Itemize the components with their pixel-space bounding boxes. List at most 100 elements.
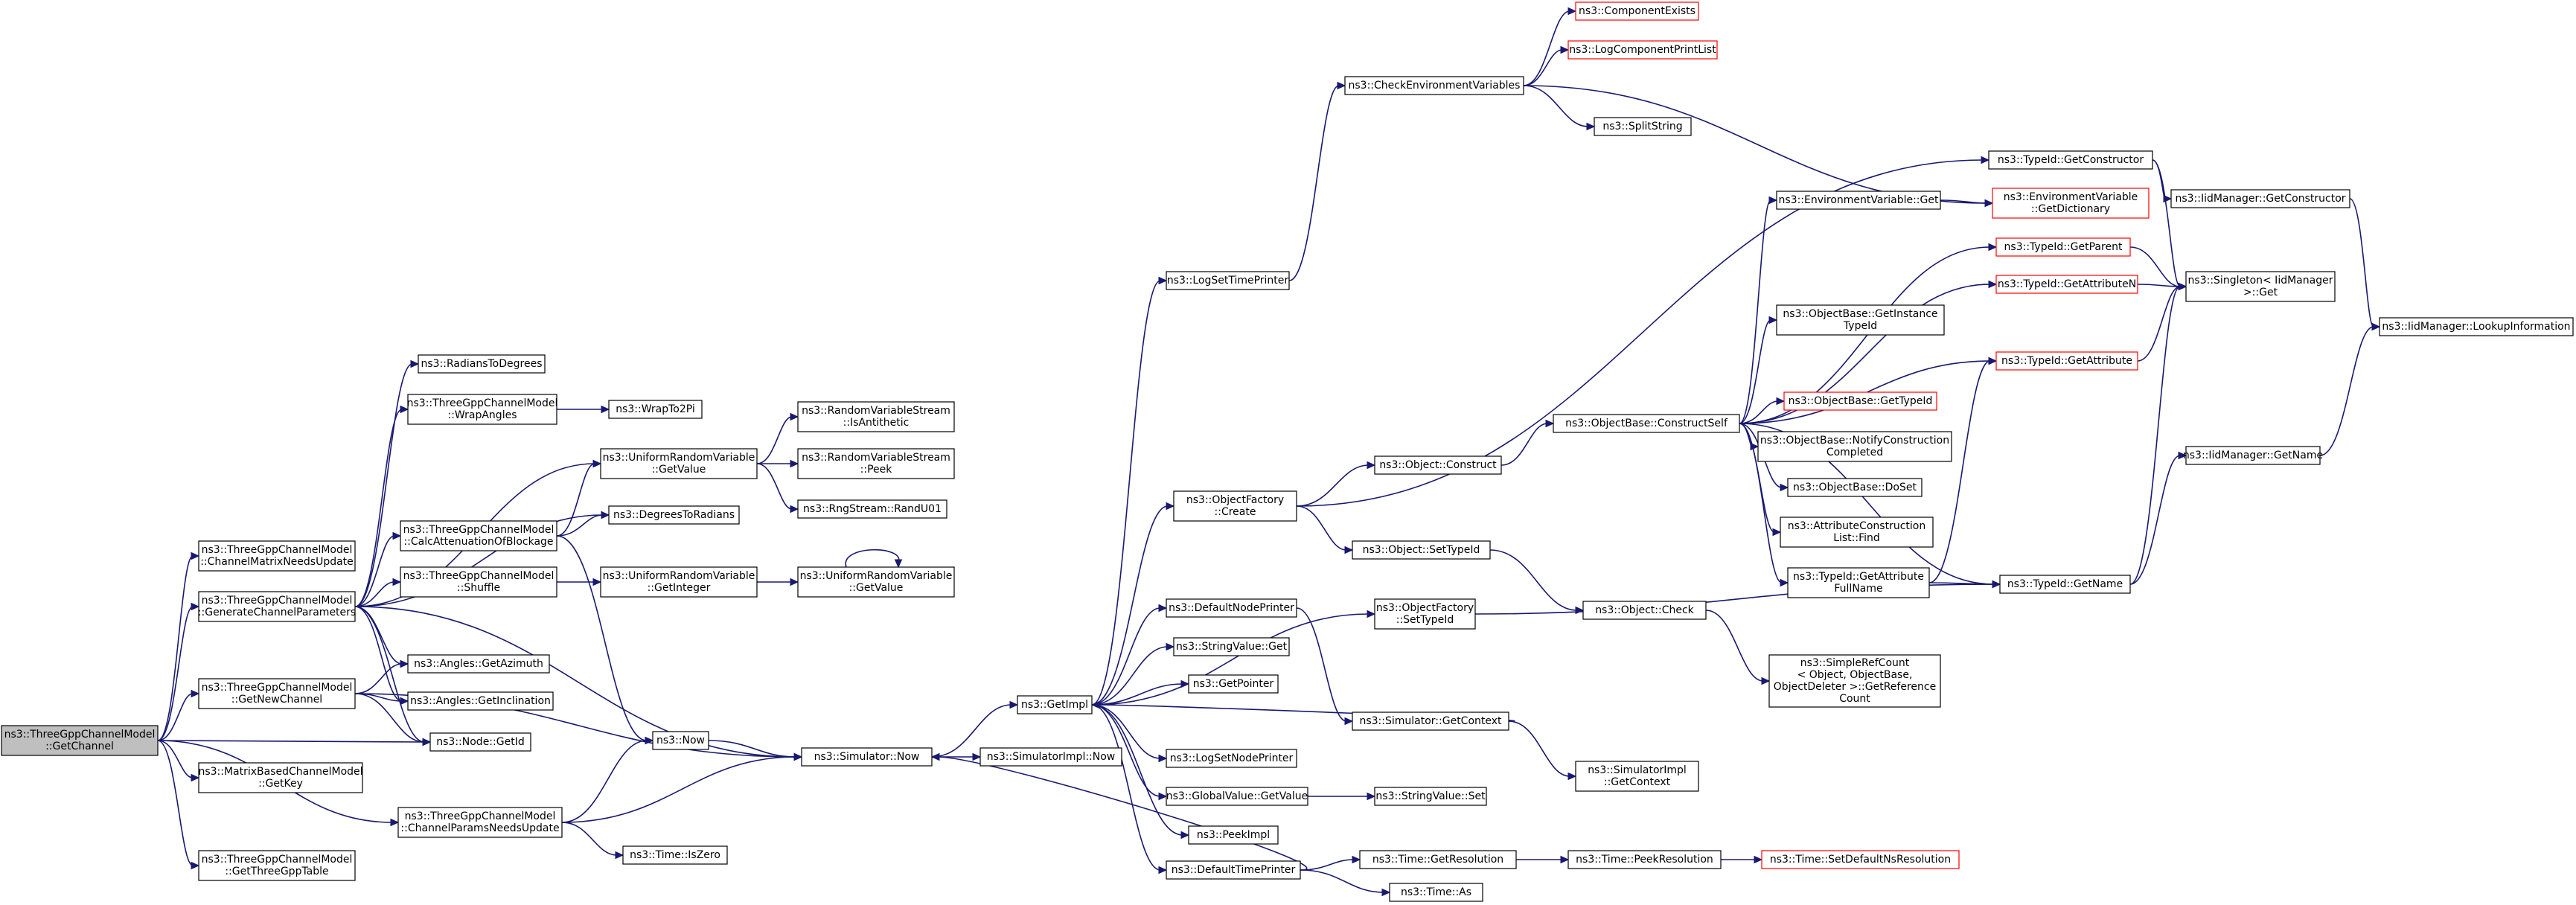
graph-node-tidgetctor[interactable]: ns3::TypeId::GetConstructor [1988,150,2153,170]
edge-line [1091,505,1169,706]
graph-node-peek[interactable]: ns3::RandomVariableStream::Peek [797,448,955,479]
graph-node-cmnu[interactable]: ns3::ThreeGppChannelModel::ChannelMatrix… [198,540,356,572]
graph-node-nodeid[interactable]: ns3::Node::GetId [429,732,531,752]
graph-node-calcb[interactable]: ns3::ThreeGppChannelModel::CalcAttenuati… [400,520,557,551]
graph-node-obdoset[interactable]: ns3::ObjectBase::DoSet [1787,478,1923,497]
graph-node-evdict[interactable]: ns3::EnvironmentVariable::GetDictionary [1992,188,2150,219]
call-edge [1296,505,1354,554]
graph-node-obcs[interactable]: ns3::ObjectBase::ConstructSelf [1553,414,1740,433]
edge-line [157,606,194,741]
graph-node-evget[interactable]: ns3::EnvironmentVariable::Get [1776,191,1941,210]
graph-node-simimplnow[interactable]: ns3::SimulatorImpl::Now [979,747,1122,767]
graph-node-gcp[interactable]: ns3::ThreeGppChannelModel::GenerateChann… [198,591,356,622]
node-label: ns3::DefaultNodePrinter [1169,602,1294,614]
graph-node-cpnu[interactable]: ns3::ThreeGppChannelModel::ChannelParams… [397,807,563,838]
graph-node-root[interactable]: ns3::ThreeGppChannelModel::GetChannel [1,725,159,756]
graph-node-d2r[interactable]: ns3::DegreesToRadians [608,505,740,525]
edge-arrowhead [645,736,654,745]
graph-node-ofcreate[interactable]: ns3::ObjectFactory::Create [1173,490,1297,522]
graph-node-iidgetname[interactable]: ns3::IidManager::GetName [2183,446,2323,465]
edge-arrowhead [1567,772,1577,781]
graph-node-ocheck[interactable]: ns3::Object::Check [1582,601,1707,620]
node-label: TypeId [1843,320,1877,332]
node-label: ns3::UniformRandomVariable [603,452,755,464]
graph-node-tidgetattrn[interactable]: ns3::TypeId::GetAttributeN [1995,275,2138,294]
graph-node-g3t[interactable]: ns3::ThreeGppChannelModel::GetThreeGppTa… [198,850,356,881]
graph-node-urvint[interactable]: ns3::UniformRandomVariable::GetInteger [600,566,758,598]
node-label: ns3::Simulator::GetContext [1359,715,1502,727]
graph-node-obnc[interactable]: ns3::ObjectBase::NotifyConstructionCompl… [1757,431,1952,462]
graph-node-iszero[interactable]: ns3::Time::IsZero [622,845,728,865]
graph-node-now[interactable]: ns3::Now [652,731,709,750]
graph-node-incl[interactable]: ns3::Angles::GetInclination [407,691,554,711]
graph-node-isanti[interactable]: ns3::RandomVariableStream::IsAntithetic [797,401,955,432]
graph-node-randu01[interactable]: ns3::RngStream::RandU01 [797,499,947,519]
graph-node-tpeekres[interactable]: ns3::Time::PeekResolution [1567,850,1722,869]
graph-node-lstp[interactable]: ns3::LogSetTimePrinter [1166,271,1290,290]
graph-node-urvget[interactable]: ns3::UniformRandomVariable::GetValue [600,448,758,479]
graph-node-iidlookup[interactable]: ns3::IidManager::LookupInformation [2379,317,2574,336]
graph-node-wrapa[interactable]: ns3::ThreeGppChannelModel::WrapAngles [407,394,558,425]
graph-node-dtp[interactable]: ns3::DefaultTimePrinter [1166,860,1301,880]
graph-node-dnp[interactable]: ns3::DefaultNodePrinter [1166,598,1297,618]
graph-node-lsnp[interactable]: ns3::LogSetNodePrinter [1166,749,1297,768]
graph-node-ofsettid[interactable]: ns3::ObjectFactory::SetTypeId [1374,598,1476,630]
graph-node-compex[interactable]: ns3::ComponentExists [1575,1,1699,21]
call-edge [1091,704,1168,801]
graph-node-simgetctx[interactable]: ns3::Simulator::GetContext [1352,711,1509,731]
graph-node-simnow[interactable]: ns3::Simulator::Now [801,747,933,767]
call-edge [557,578,602,586]
edge-line [1091,704,1161,871]
graph-node-peekimpl[interactable]: ns3::PeekImpl [1188,825,1279,845]
graph-node-tgetres[interactable]: ns3::Time::GetResolution [1359,850,1517,869]
graph-node-tsdnr[interactable]: ns3::Time::SetDefaultNsResolution [1761,850,1960,869]
node-label: ns3::ThreeGppChannelModel [403,570,554,582]
graph-node-gvget[interactable]: ns3::GlobalValue::GetValue [1166,787,1308,806]
call-edge [1928,356,1998,583]
node-label: ::GetInteger [648,582,711,594]
graph-node-tas[interactable]: ns3::Time::As [1389,883,1483,902]
node-label: ns3::Object::Construct [1379,459,1497,471]
edge-arrowhead [1166,502,1175,511]
graph-node-simimplctx[interactable]: ns3::SimulatorImpl::GetContext [1575,761,1699,792]
graph-node-tidgetname[interactable]: ns3::TypeId::GetName [1999,575,2131,594]
graph-node-wrap2pi[interactable]: ns3::WrapTo2Pi [608,400,703,419]
graph-node-urvget2[interactable]: ns3::UniformRandomVariable::GetValue [797,566,955,598]
node-label: ::GetDictionary [2031,203,2110,215]
graph-node-tidgetparent[interactable]: ns3::TypeId::GetParent [1995,237,2131,257]
graph-node-svset[interactable]: ns3::StringValue::Set [1374,787,1487,806]
graph-node-tidgetattr[interactable]: ns3::TypeId::GetAttribute [1995,351,2138,371]
graph-node-oconstruct[interactable]: ns3::Object::Construct [1374,455,1502,475]
graph-node-cev[interactable]: ns3::CheckEnvironmentVariables [1344,76,1524,95]
graph-node-r2d[interactable]: ns3::RadiansToDegrees [418,354,546,374]
graph-node-getptr[interactable]: ns3::GetPointer [1188,674,1279,694]
edge-line [157,555,194,741]
graph-node-shuffle[interactable]: ns3::ThreeGppChannelModel::Shuffle [400,566,557,598]
node-box [1352,711,1509,731]
graph-node-svget[interactable]: ns3::StringValue::Get [1173,637,1290,656]
graph-node-srcref[interactable]: ns3::SimpleRefCount< Object, ObjectBase,… [1768,654,1941,708]
edge-arrowhead [191,773,200,782]
graph-node-splitstr[interactable]: ns3::SplitString [1594,117,1692,136]
graph-node-getimpl[interactable]: ns3::GetImpl [1017,695,1093,714]
call-edge [1288,81,1346,281]
node-label: ns3::Object::SetTypeId [1363,544,1480,556]
graph-node-obgtid[interactable]: ns3::ObjectBase::GetTypeId [1783,391,1937,411]
graph-node-lcpl[interactable]: ns3::LogComponentPrintList [1567,40,1718,60]
graph-node-gnc[interactable]: ns3::ThreeGppChannelModel::GetNewChannel [198,678,356,709]
node-label: ::GetNewChannel [231,694,322,706]
edge-arrowhead [1381,888,1391,897]
graph-node-mbkey[interactable]: ns3::MatrixBasedChannelModel::GetKey [198,762,363,793]
node-box [1166,749,1297,768]
graph-node-singget[interactable]: ns3::Singleton< IidManager>::Get [2185,271,2336,302]
graph-node-iidgetctor[interactable]: ns3::IidManager::GetConstructor [2170,189,2350,208]
edge-arrowhead [1754,855,1763,864]
graph-node-osettid[interactable]: ns3::Object::SetTypeId [1352,540,1491,560]
graph-node-azim[interactable]: ns3::Angles::GetAzimuth [407,654,550,674]
node-label: ::CalcAttenuationOfBlockage [403,536,553,548]
node-box [400,520,557,551]
node-box [2170,189,2350,208]
